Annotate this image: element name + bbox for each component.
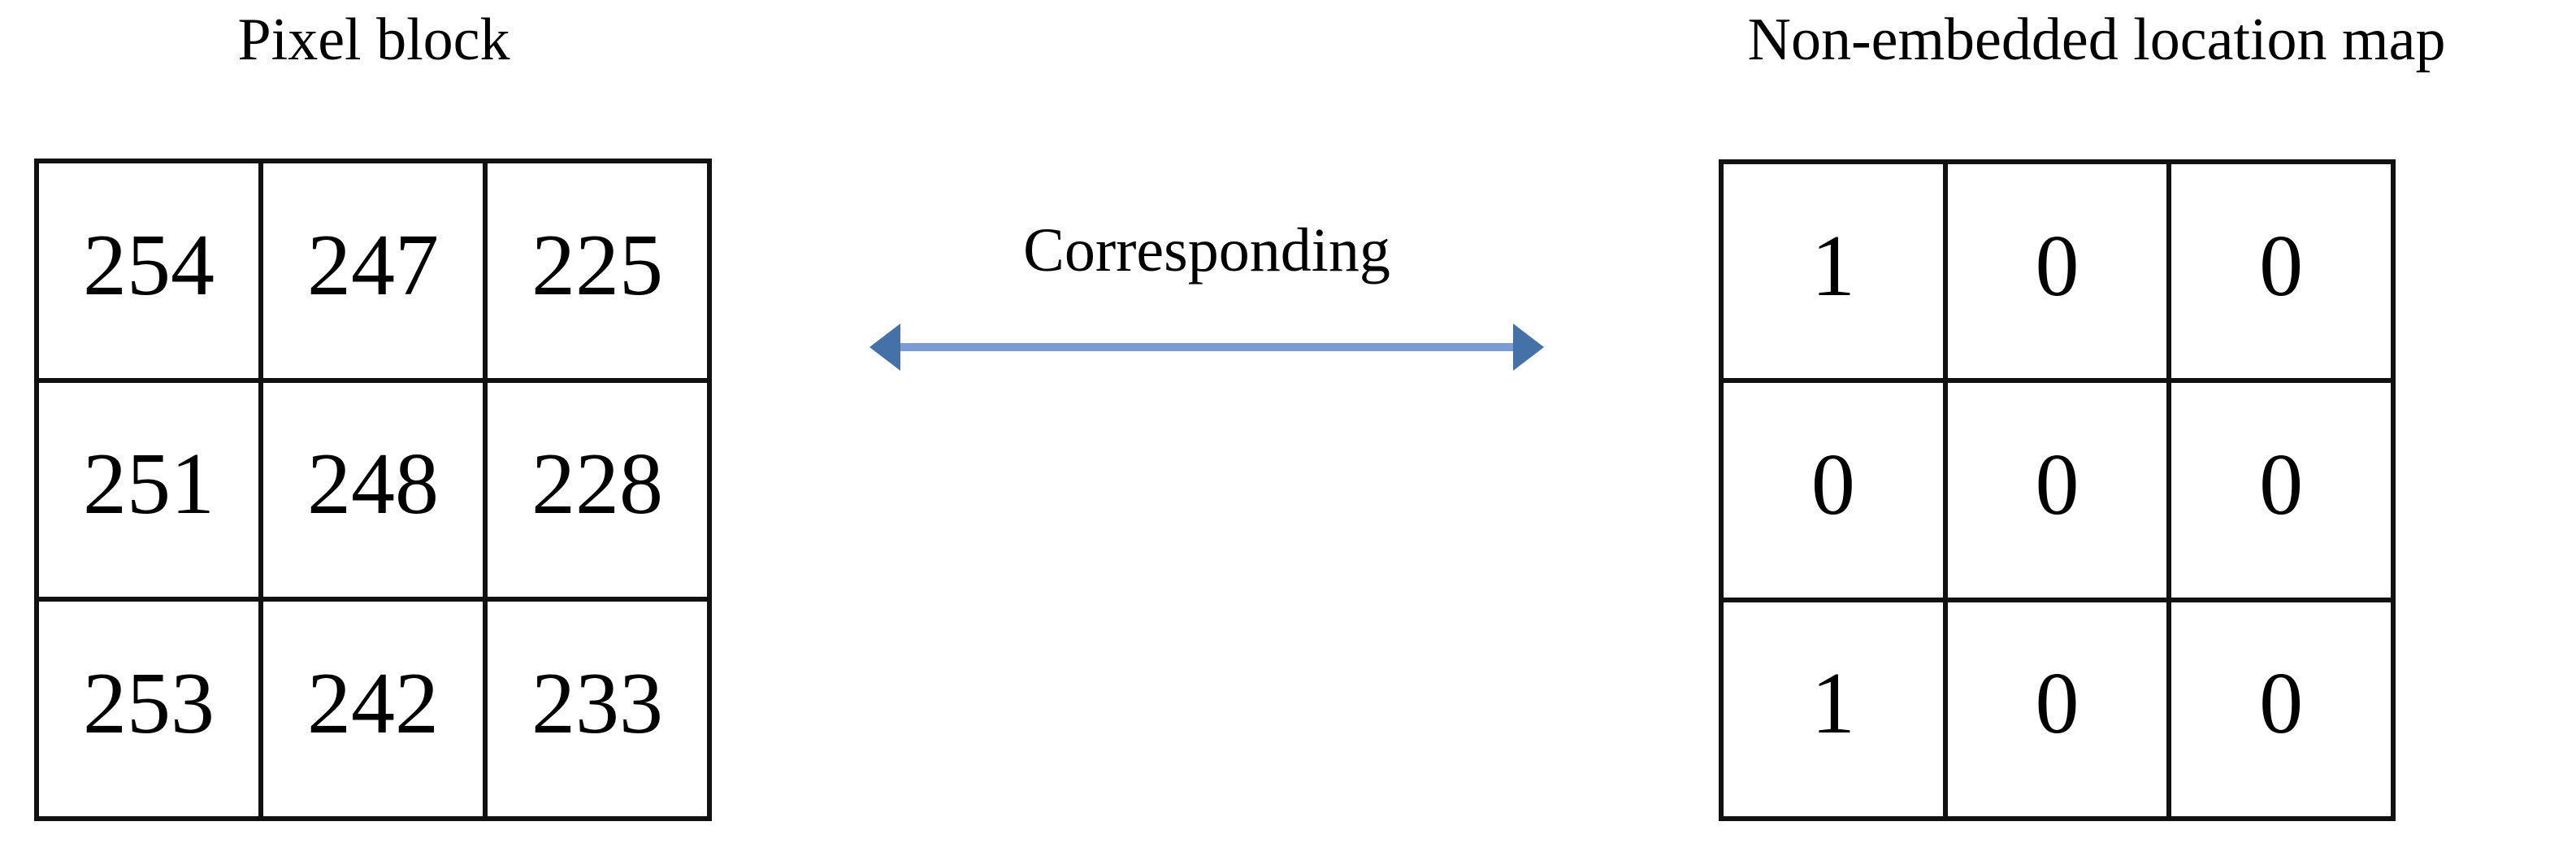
location-cell-value: 0 <box>2259 436 2304 533</box>
location-cell-r1c1: 0 <box>1947 383 2167 598</box>
pixel-cell-value: 233 <box>531 655 663 753</box>
pixel-cell-value: 254 <box>83 216 215 314</box>
location-cell-r2c1: 0 <box>1947 602 2167 816</box>
location-cell-value: 0 <box>1811 436 1855 533</box>
location-cell-r0c1: 0 <box>1947 164 2167 379</box>
pixel-cell-r2c1: 242 <box>263 602 483 816</box>
pixel-cell-r1c2: 228 <box>488 382 707 598</box>
location-cell-value: 0 <box>2259 655 2304 753</box>
corresponding-label: Corresponding <box>1023 216 1390 285</box>
pixel-cell-r0c0: 254 <box>39 163 258 378</box>
location-cell-r0c0: 1 <box>1724 164 1943 379</box>
location-map-title: Non-embedded location map <box>1747 7 2446 73</box>
pixel-block-title: Pixel block <box>237 7 510 73</box>
location-cell-r0c2: 0 <box>2171 164 2391 379</box>
location-cell-value: 0 <box>2259 217 2304 315</box>
location-map-grid: 1 0 0 0 0 0 1 0 0 <box>1719 159 2396 821</box>
location-cell-value: 0 <box>2035 436 2079 533</box>
pixel-cell-value: 228 <box>531 436 663 533</box>
pixel-cell-value: 253 <box>83 655 215 753</box>
pixel-cell-value: 247 <box>307 216 439 314</box>
pixel-cell-r2c2: 233 <box>488 602 707 816</box>
location-cell-value: 1 <box>1811 217 1855 315</box>
pixel-cell-r0c2: 225 <box>488 163 707 378</box>
pixel-cell-r0c1: 247 <box>263 163 483 378</box>
location-cell-r1c0: 0 <box>1724 383 1943 598</box>
location-cell-value: 0 <box>2035 217 2079 315</box>
pixel-cell-r2c0: 253 <box>39 602 258 816</box>
pixel-cell-r1c1: 248 <box>263 382 483 598</box>
pixel-cell-value: 251 <box>83 436 215 533</box>
location-cell-value: 1 <box>1811 655 1855 753</box>
pixel-cell-r1c0: 251 <box>39 382 258 598</box>
double-headed-arrow-icon <box>870 324 1544 371</box>
corresponding-connector: Corresponding <box>861 220 1552 390</box>
pixel-cell-value: 242 <box>307 655 439 753</box>
location-cell-r2c2: 0 <box>2171 602 2391 816</box>
location-cell-r2c0: 1 <box>1724 602 1943 816</box>
location-cell-r1c2: 0 <box>2171 383 2391 598</box>
location-cell-value: 0 <box>2035 655 2079 753</box>
pixel-cell-value: 248 <box>307 436 439 533</box>
pixel-block-grid: 254 247 225 251 248 228 253 242 233 <box>34 159 712 821</box>
pixel-cell-value: 225 <box>531 216 663 314</box>
